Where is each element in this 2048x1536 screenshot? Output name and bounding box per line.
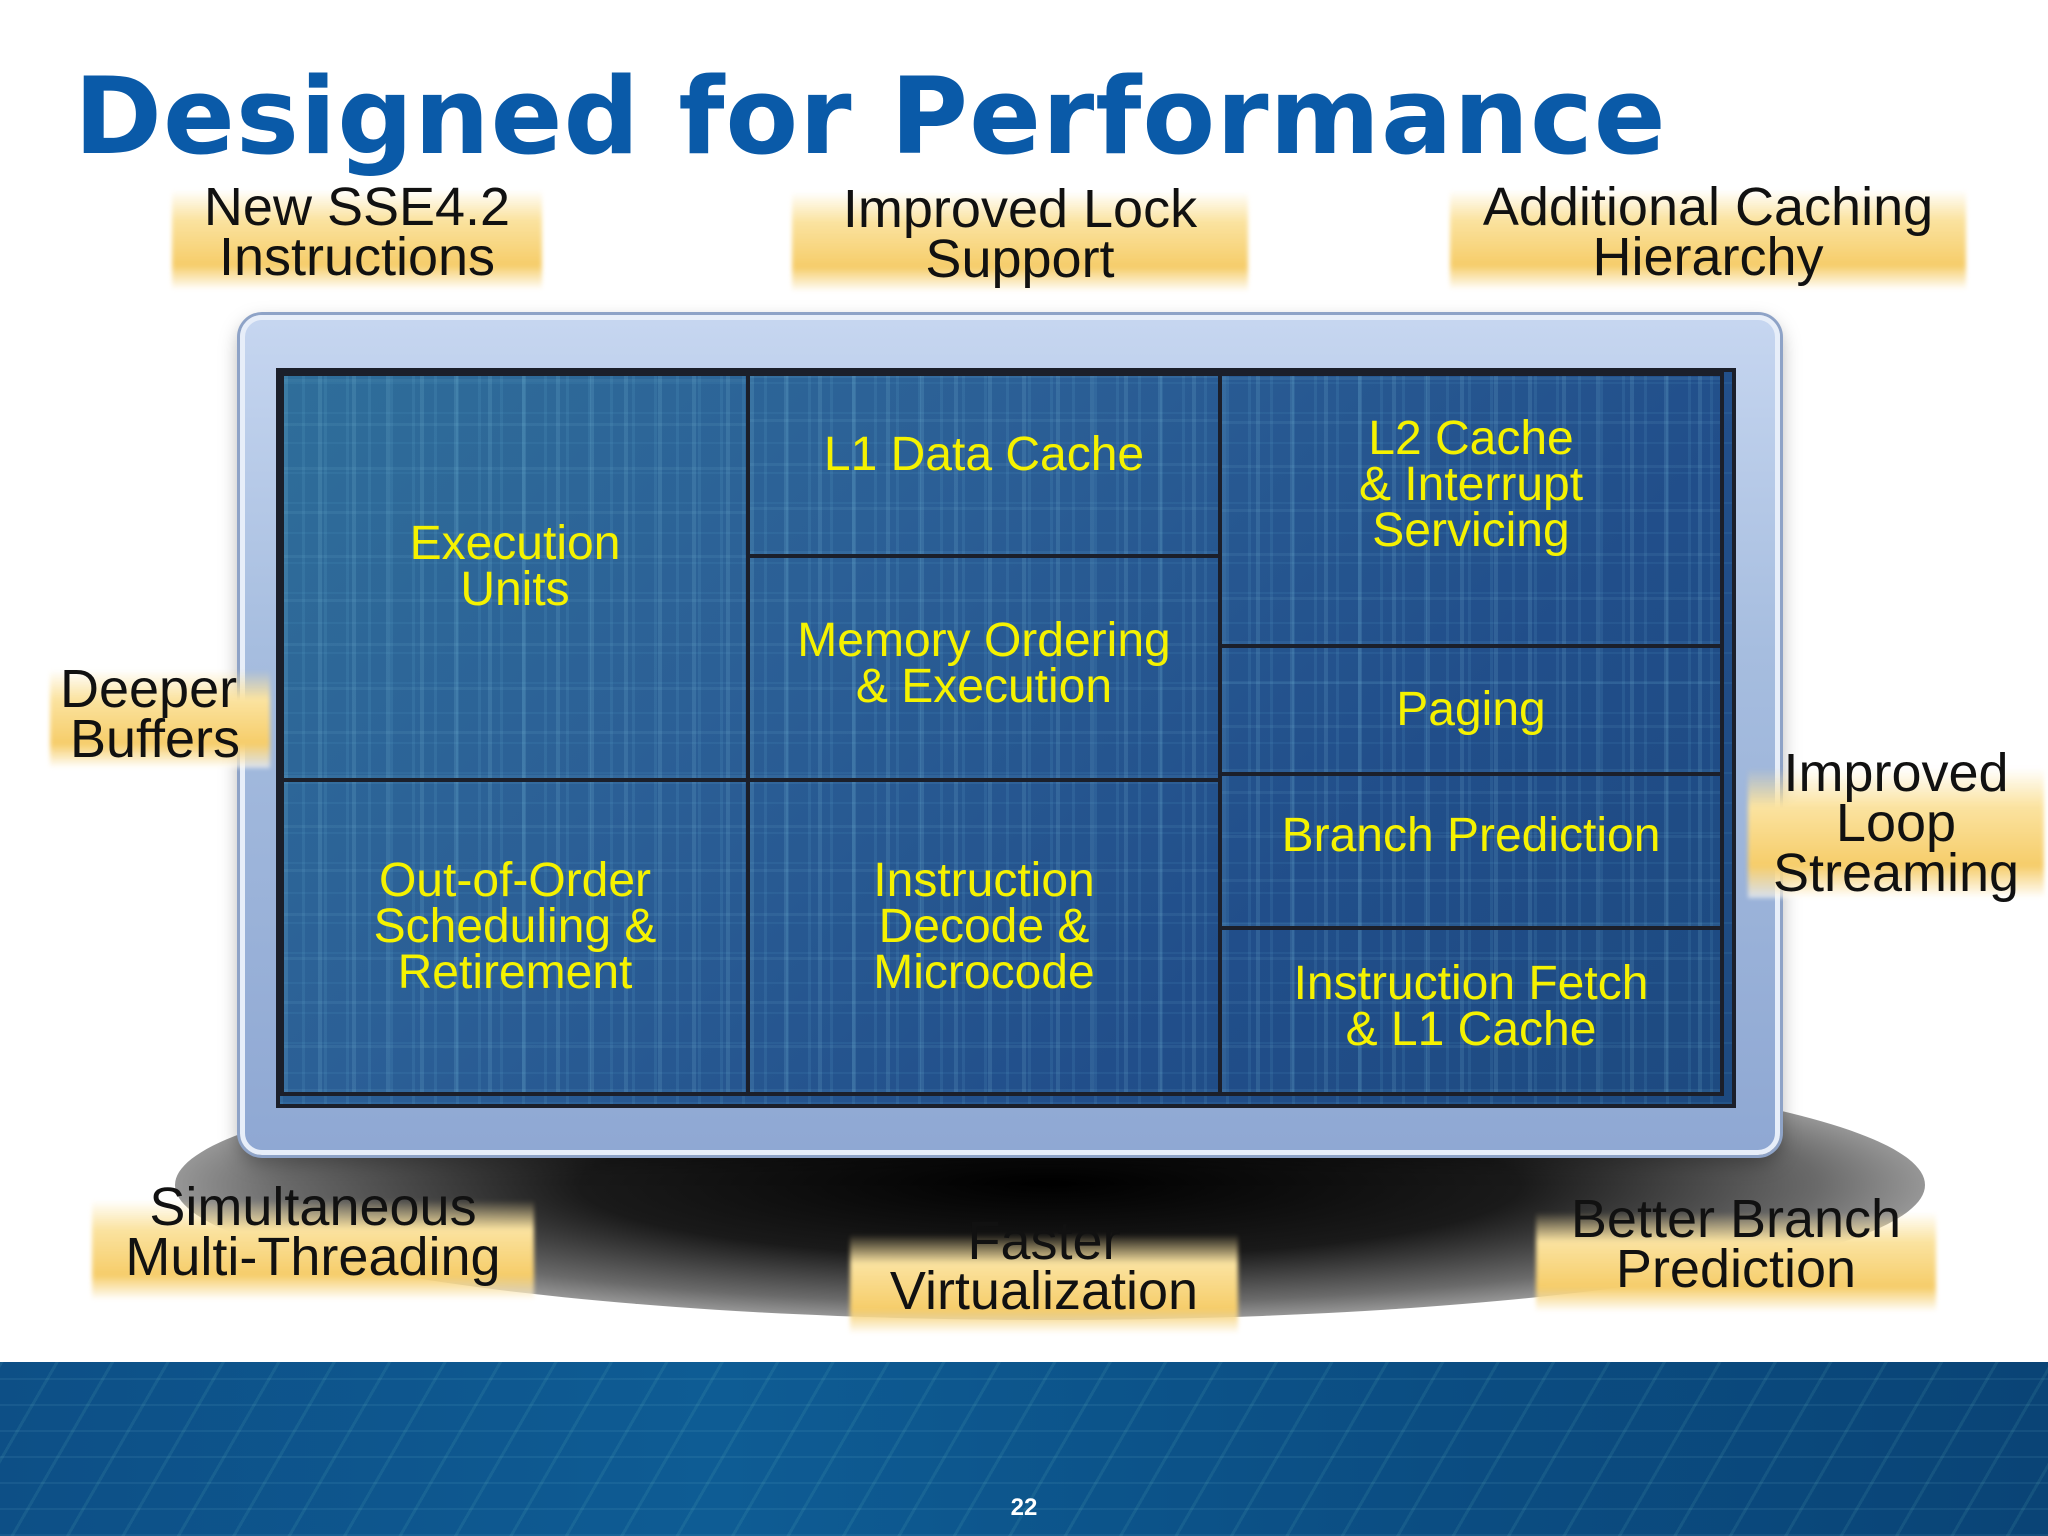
- callout-caching-hierarchy: Additional Caching Hierarchy: [1450, 177, 1966, 290]
- block-memory-ordering-line-2: & Execution: [855, 660, 1113, 713]
- callout-branch-prediction-line-1: Better Branch: [1570, 1189, 1902, 1249]
- callout-virtualization-line-2: Virtualization: [889, 1261, 1199, 1321]
- callout-sse42-line-2: Instructions: [218, 227, 496, 287]
- footer-band: [0, 1362, 2048, 1536]
- callout-lock-support-line-2: Support: [925, 229, 1115, 289]
- callout-virtualization: Faster Virtualization: [850, 1211, 1238, 1334]
- callout-smt-line-1: Simultaneous: [149, 1177, 477, 1237]
- callout-caching-hierarchy-line-1: Additional Caching: [1482, 177, 1934, 237]
- callout-virtualization-line-1: Faster: [967, 1211, 1121, 1271]
- block-out-of-order-line-1: Out-of-Order: [378, 854, 652, 907]
- callout-smt: Simultaneous Multi-Threading: [92, 1177, 534, 1300]
- callout-deeper-buffers-line-2: Buffers: [69, 709, 241, 769]
- block-l2-cache-line-1: L2 Cache: [1368, 412, 1574, 465]
- block-instruction-fetch-line-1: Instruction Fetch: [1293, 957, 1649, 1010]
- block-l2-cache: L2 Cache & Interrupt Servicing: [1218, 372, 1724, 648]
- block-instruction-fetch: Instruction Fetch & L1 Cache: [1218, 926, 1724, 1096]
- callout-sse42: New SSE4.2 Instructions: [172, 177, 542, 290]
- callout-deeper-buffers: Deeper Buffers: [40, 659, 270, 769]
- callout-deeper-buffers-line-1: Deeper: [60, 659, 238, 719]
- page-number: 22: [1010, 1494, 1038, 1521]
- callout-caching-hierarchy-line-2: Hierarchy: [1592, 227, 1824, 287]
- block-out-of-order: Out-of-Order Scheduling & Retirement: [280, 778, 750, 1096]
- callout-loop-streaming-line-2: Loop: [1835, 793, 1957, 853]
- callout-loop-streaming-line-3: Streaming: [1772, 843, 2020, 903]
- callout-branch-prediction: Better Branch Prediction: [1536, 1189, 1936, 1312]
- block-execution-units-line-2: Units: [460, 563, 570, 616]
- callout-branch-prediction-line-2: Prediction: [1615, 1239, 1857, 1299]
- block-instruction-decode-line-3: Microcode: [873, 946, 1095, 999]
- block-memory-ordering: Memory Ordering & Execution: [746, 554, 1222, 782]
- block-execution-units: Execution Units: [280, 372, 750, 782]
- callout-lock-support-line-1: Improved Lock: [842, 179, 1198, 239]
- block-l1-data-cache-line-1: L1 Data Cache: [823, 428, 1145, 481]
- block-paging: Paging: [1218, 644, 1724, 776]
- callout-sse42-line-1: New SSE4.2: [203, 177, 511, 237]
- block-instruction-decode: Instruction Decode & Microcode: [746, 778, 1222, 1096]
- block-l1-data-cache: L1 Data Cache: [746, 372, 1222, 558]
- block-branch-prediction: Branch Prediction: [1218, 772, 1724, 930]
- block-out-of-order-line-3: Retirement: [397, 946, 633, 999]
- callout-loop-streaming-line-1: Improved: [1783, 743, 2009, 803]
- block-instruction-fetch-line-2: & L1 Cache: [1345, 1003, 1597, 1056]
- slide-title: Designed for Performance: [74, 55, 1667, 178]
- block-instruction-decode-line-2: Decode &: [878, 900, 1090, 953]
- callout-loop-streaming: Improved Loop Streaming: [1748, 743, 2044, 903]
- callout-smt-line-2: Multi-Threading: [125, 1227, 501, 1287]
- block-l2-cache-line-2: & Interrupt: [1358, 458, 1584, 511]
- block-branch-prediction-line-1: Branch Prediction: [1281, 809, 1661, 862]
- block-l2-cache-line-3: Servicing: [1372, 504, 1570, 557]
- block-execution-units-line-1: Execution: [409, 517, 621, 570]
- block-paging-line-1: Paging: [1396, 683, 1546, 736]
- callout-lock-support: Improved Lock Support: [792, 179, 1248, 292]
- block-out-of-order-line-2: Scheduling &: [373, 900, 657, 953]
- block-instruction-decode-line-1: Instruction: [873, 854, 1095, 907]
- block-memory-ordering-line-1: Memory Ordering: [797, 614, 1171, 667]
- processor-die: Execution Units Out-of-Order Scheduling …: [276, 368, 1736, 1108]
